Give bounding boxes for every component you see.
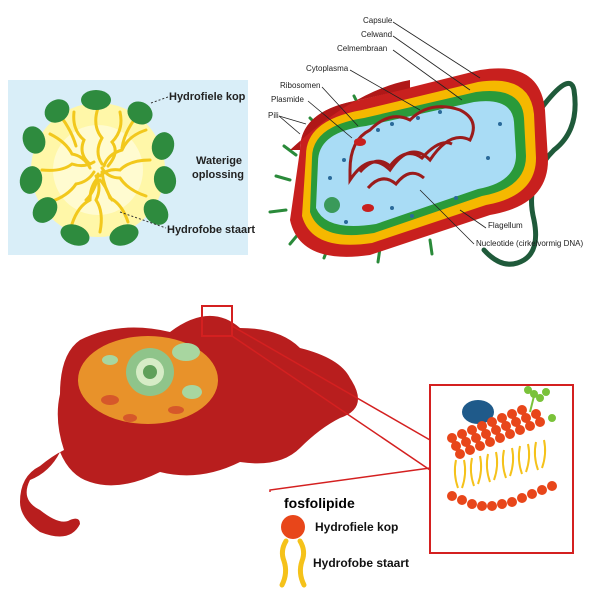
bilayer-figure (429, 384, 574, 554)
phospholipid-head-label: Hydrofiele kop (315, 520, 399, 534)
zoom-frame (429, 384, 574, 554)
bilayer-top-heads (447, 405, 545, 459)
micelle-tail-pointer (119, 211, 167, 229)
micelle-heads (19, 90, 177, 246)
legend-tail-icon-2 (297, 538, 307, 588)
phospholipid-title: fosfolipide (284, 495, 355, 511)
bacterium-leader-lines (278, 21, 487, 245)
inclusion-body (324, 197, 340, 213)
legend-head-icon (281, 515, 305, 539)
bilayer-bottom-heads (447, 481, 557, 511)
animal-cell-figure (20, 305, 431, 537)
bilayer-tails (453, 439, 547, 489)
micelle-head-pointer (150, 96, 169, 104)
bacterium-plasmid-label: Plasmide (271, 95, 304, 104)
micelle-head-label: Hydrofiele kop (169, 91, 246, 103)
micelle-tails (40, 106, 152, 234)
bacterium-ribosomes-label: Ribosomen (280, 81, 321, 90)
bacterium-pili-label: Pili (268, 111, 279, 120)
micelle-tail-label: Hydrofobe staart (167, 224, 256, 236)
micelle-solution-label-1: Waterige (196, 155, 243, 167)
micelle-core-glow (53, 125, 143, 215)
capsule-cutaway (290, 80, 410, 150)
ribosome-dots (328, 110, 502, 224)
animal-cell-nucleolus (143, 365, 157, 379)
phospholipid-legend-figure (279, 515, 307, 588)
plasmid-shape-2 (362, 204, 374, 212)
zoom-source-box (201, 305, 233, 337)
zoom-label-connector (269, 467, 431, 492)
bacterium-membrane-label: Celmembraan (337, 44, 388, 53)
phospholipid-tail-label: Hydrofobe staart (313, 556, 410, 570)
zoom-line-bottom (231, 335, 431, 471)
membrane-protein (462, 400, 494, 424)
legend-tail-icon (279, 538, 289, 588)
bacterium-capsule-label: Capsule (363, 16, 393, 25)
micelle-solution-label-2: oplossing (192, 169, 244, 181)
micelle-figure (8, 80, 248, 255)
bacterium-figure (268, 21, 578, 267)
animal-cell-organelles (102, 343, 202, 399)
bacterium-cytoplasm-label: Cytoplasma (306, 64, 349, 73)
zoom-line-top (231, 325, 431, 441)
bacterium-flagellum-label: Flagellum (488, 221, 523, 230)
dna-nucleoid (348, 105, 475, 190)
glycolipid-chains (524, 386, 556, 422)
bacterium-nucleoid-label: Nucleotide (cirkelvormig DNA) (476, 239, 584, 248)
plasmid-shape (354, 138, 366, 146)
animal-cell-mitochondria (101, 395, 184, 422)
bacterium-cell-wall-label: Celwand (361, 30, 393, 39)
